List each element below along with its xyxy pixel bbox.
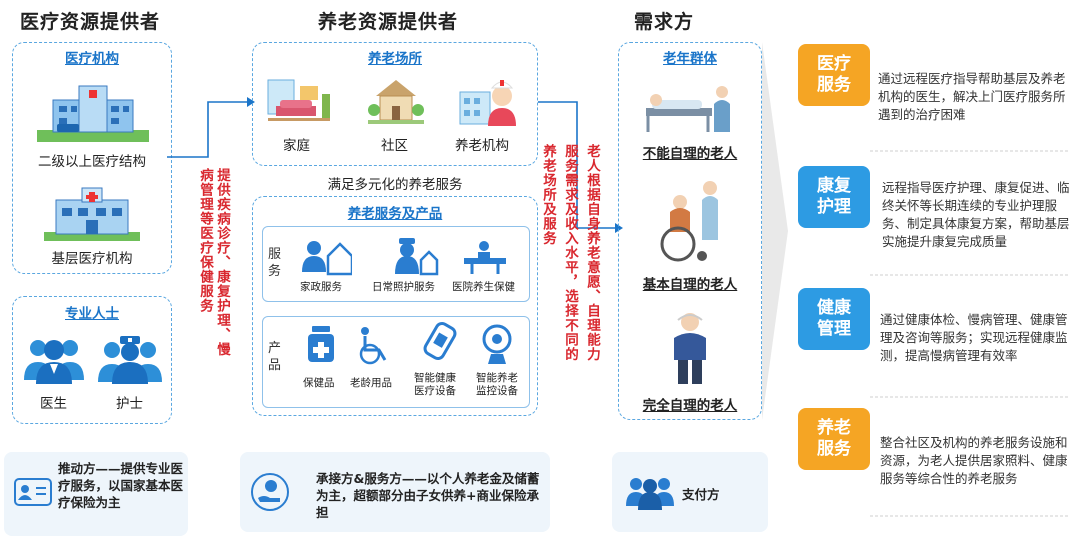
product-aging-label: 老龄用品 xyxy=(350,377,392,389)
community-icon xyxy=(368,80,424,124)
medical-institutions-title: 医疗机构 xyxy=(65,51,119,67)
service-separators xyxy=(870,150,1068,517)
health-product-icon xyxy=(308,326,334,362)
elderly-flow-text-3: 老人根据自身养老意愿、自理能力 xyxy=(584,144,600,362)
elderly-group-title: 老年群体 xyxy=(663,51,717,67)
professionals-title: 专业人士 xyxy=(65,306,119,322)
bearer-panel xyxy=(240,452,550,532)
services-products-box xyxy=(252,196,538,416)
badge-rehab-care: 康复护理 xyxy=(798,166,870,228)
wheelchair-icon xyxy=(359,327,387,365)
desc-health-management: 通过健康体检、慢病管理、健康管理及咨询等服务；实现远程健康监测，提高慢病管理有效… xyxy=(880,312,1068,363)
badge-elderly-service: 养老服务 xyxy=(798,408,870,470)
product-smart-monitor-label: 智能养老监控设备 xyxy=(476,372,518,397)
demand-side-title: 需求方 xyxy=(634,11,695,33)
medical-service-flow: 提供疾病诊疗、康复护理、慢病管理等医疗保健服务 xyxy=(197,168,230,357)
group-dependent-label: 不能自理的老人 xyxy=(642,146,738,162)
product-smart-health-label: 智能健康医疗设备 xyxy=(414,372,456,397)
nurse-label: 护士 xyxy=(116,396,143,412)
housekeeping-icon xyxy=(302,241,352,276)
medical-providers-title: 医疗资源提供者 xyxy=(20,11,161,33)
elderly-flow-text-2: 服务需求及收入水平，选择不同的 xyxy=(562,144,578,362)
payer-panel xyxy=(612,452,768,532)
elderly-to-demand-arrow xyxy=(538,101,623,233)
nursing-home-icon xyxy=(459,80,516,126)
elderly-tagline: 满足多元化的养老服务 xyxy=(327,177,463,193)
desc-rehab-care: 远程指导医疗护理、康复促进、临终关怀等长期连续的专业护理服务、制定具体康复方案，… xyxy=(882,180,1070,249)
elderly-providers-title: 养老资源提供者 xyxy=(318,11,459,33)
desc-elderly-service: 整合社区及机构的养老服务设施和资源，为老人提供居家照料、健康服务等综合性的养老服… xyxy=(880,435,1068,486)
hospital-label: 二级以上医疗结构 xyxy=(38,154,146,170)
medical-to-elderly-arrow xyxy=(167,97,255,158)
hospital-icon xyxy=(37,85,149,142)
medical-institutions-box xyxy=(12,42,172,274)
service-daily-care-label: 日常照护服务 xyxy=(372,281,435,293)
home-icon xyxy=(267,79,330,121)
daily-care-icon xyxy=(395,238,439,276)
venue-community-label: 社区 xyxy=(381,138,408,154)
professionals-box xyxy=(12,296,172,424)
products-side-label: 产品 xyxy=(268,341,282,373)
elderly-venues-title: 养老场所 xyxy=(368,51,422,67)
elderly-flow-text-1: 养老场所及服务 xyxy=(540,144,556,246)
service-housekeeping-label: 家政服务 xyxy=(300,281,342,293)
health-care-icon xyxy=(464,241,506,274)
desc-medical-service: 通过远程医疗指导帮助基层及养老机构的医生，解决上门医疗服务所遇到的治疗困难 xyxy=(878,71,1066,122)
group-semi-independent-label: 基本自理的老人 xyxy=(642,277,738,293)
independent-elderly-icon xyxy=(674,313,706,384)
doctor-icon xyxy=(24,340,84,384)
driver-panel xyxy=(4,452,188,536)
nurse-icon xyxy=(98,336,162,384)
bearer-text: 承接方&服务方——以个人养老金及储蓄为主，超额部分由子女供养+商业保险承担 xyxy=(316,471,540,520)
products-subbox xyxy=(262,316,530,408)
services-products-title: 养老服务及产品 xyxy=(347,206,443,222)
services-subbox xyxy=(262,226,530,302)
money-hand-icon xyxy=(251,473,289,511)
clinic-label: 基层医疗机构 xyxy=(51,251,133,267)
smart-monitor-icon xyxy=(482,324,512,364)
group-independent-label: 完全自理的老人 xyxy=(642,398,738,414)
smart-health-device-icon xyxy=(423,321,457,361)
wheelchair-elderly-icon xyxy=(660,181,718,262)
demand-box xyxy=(618,42,762,420)
service-health-label: 医院养生保健 xyxy=(452,281,515,293)
product-health-label: 保健品 xyxy=(303,377,335,389)
badge-medical-service: 医疗服务 xyxy=(798,44,870,106)
venue-nursing-home-label: 养老机构 xyxy=(455,138,509,154)
id-card-icon xyxy=(14,478,52,506)
clinic-icon xyxy=(44,187,140,241)
bedridden-elderly-icon xyxy=(646,86,730,132)
elderly-venues-box xyxy=(252,42,538,166)
doctor-label: 医生 xyxy=(40,396,67,412)
services-side-label: 服务 xyxy=(268,247,282,279)
payer-text: 支付方 xyxy=(682,487,720,502)
big-arrow-shape xyxy=(762,42,788,420)
badge-health-management: 健康管理 xyxy=(798,288,870,350)
venue-home-label: 家庭 xyxy=(283,138,310,154)
driver-text: 推动方——提供专业医疗服务，以国家基本医疗保险为主 xyxy=(58,461,184,510)
payer-group-icon xyxy=(626,478,674,510)
